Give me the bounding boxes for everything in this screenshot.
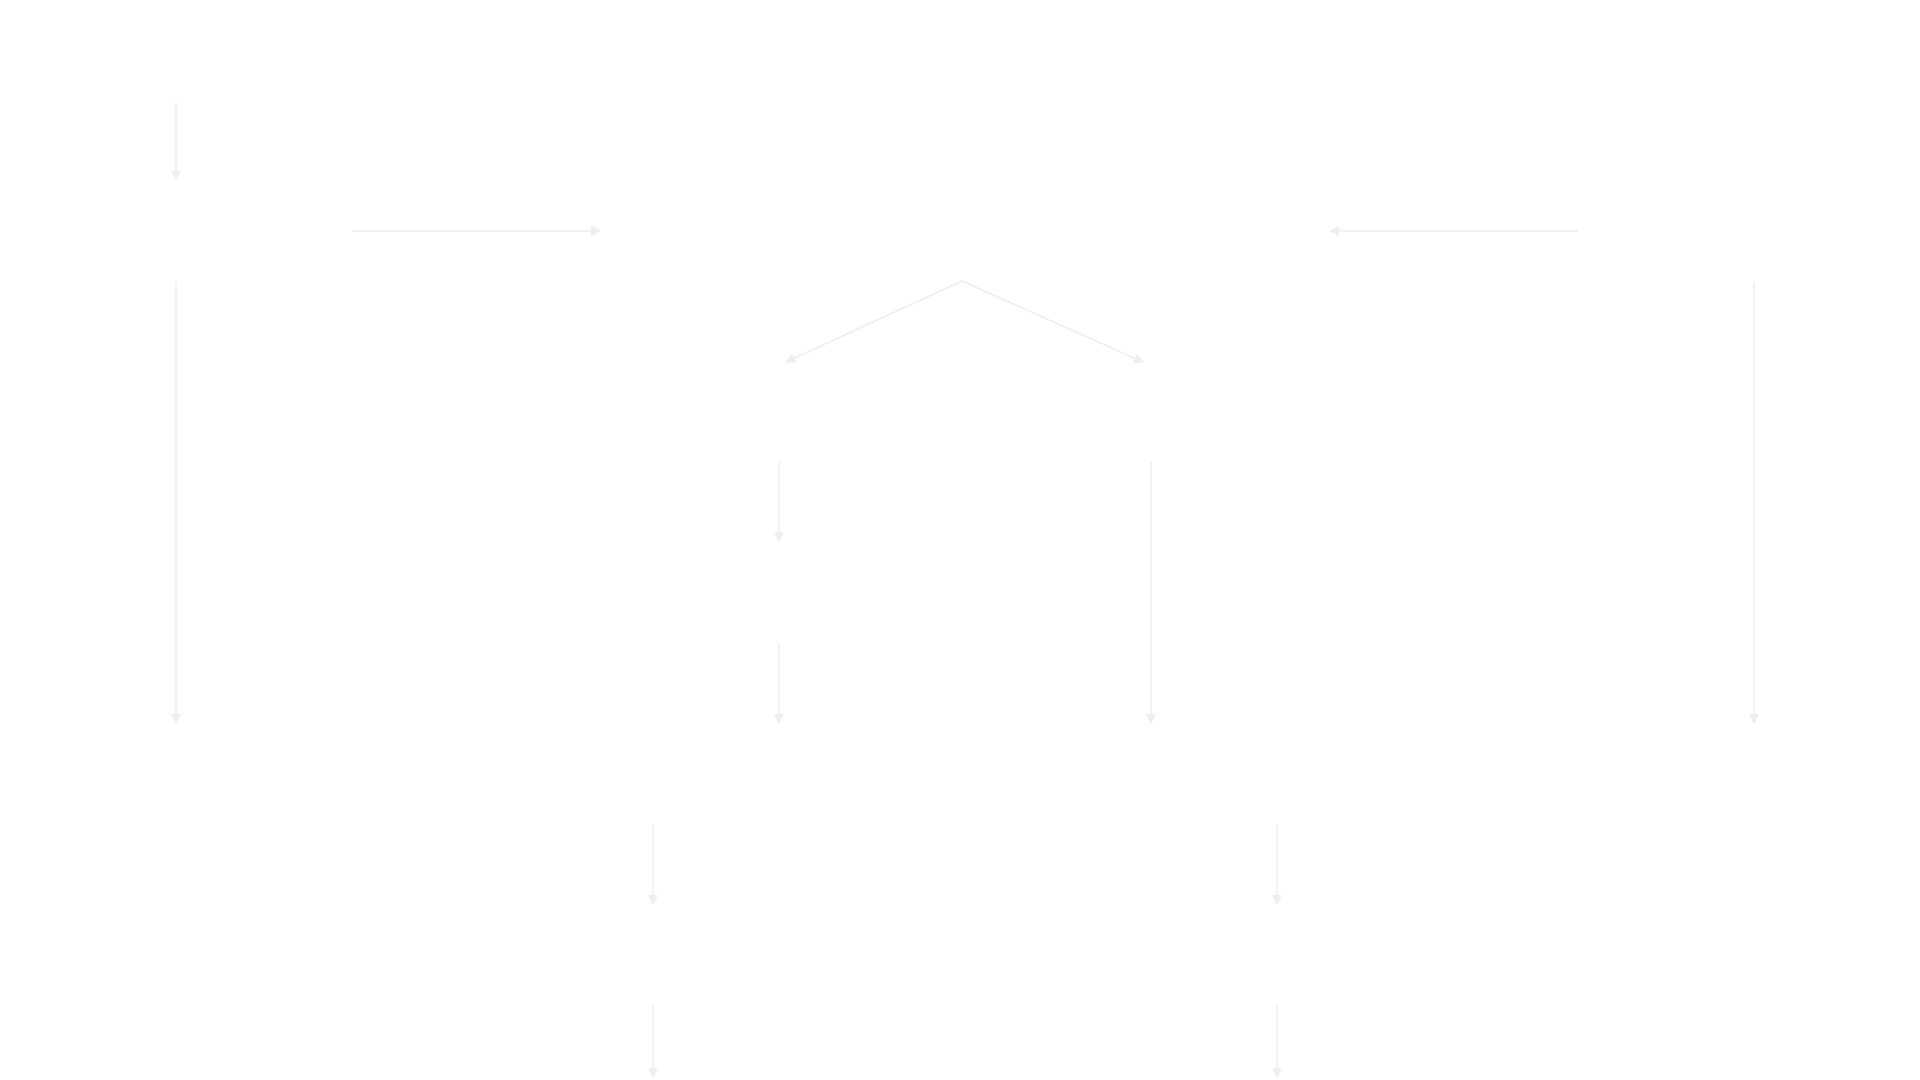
edge-arrow: [785, 280, 963, 363]
edge-layer: [171, 102, 1759, 1078]
edge-arrow: [961, 280, 1144, 363]
